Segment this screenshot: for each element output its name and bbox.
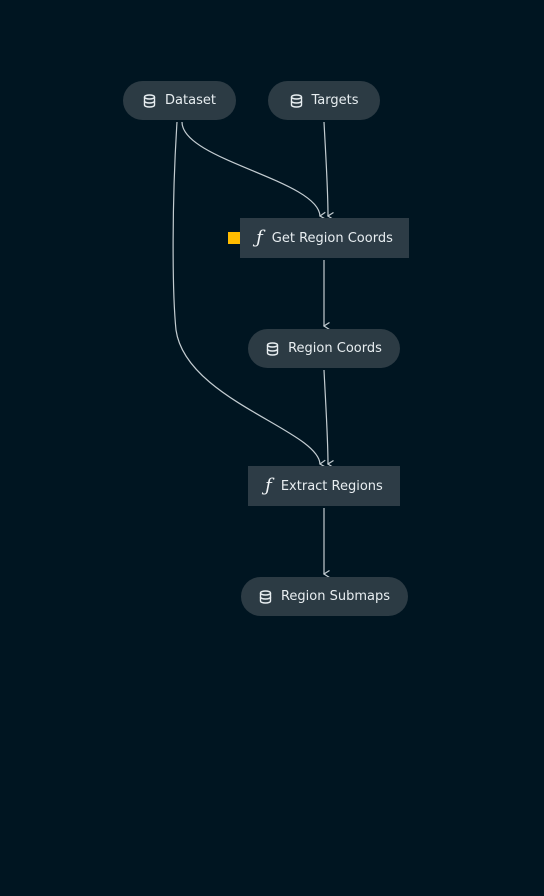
node-label: Get Region Coords [271, 230, 393, 246]
edge-region-coords-to-extract-regions [323, 369, 328, 464]
edge-targets-to-get-region-coords [323, 121, 328, 216]
edge-dataset-to-extract-regions [172, 121, 320, 464]
task-status-marker [228, 232, 240, 244]
database-icon [259, 589, 272, 604]
node-label: Region Submaps [280, 589, 391, 604]
node-label: Extract Regions [280, 478, 383, 494]
node-dataset[interactable]: Dataset [123, 81, 236, 120]
node-label: Targets [311, 93, 359, 108]
edge-dataset-to-get-region-coords [181, 121, 320, 216]
node-extract-regions[interactable]: ƒ Extract Regions [248, 466, 400, 506]
database-icon [290, 93, 303, 108]
function-icon: ƒ [265, 475, 272, 496]
node-label: Region Coords [288, 341, 382, 356]
database-icon [266, 341, 279, 356]
node-get-region-coords[interactable]: ƒ Get Region Coords [240, 218, 409, 258]
node-region-coords[interactable]: Region Coords [248, 329, 400, 368]
database-icon [143, 93, 156, 108]
node-label: Dataset [165, 93, 216, 108]
node-targets[interactable]: Targets [268, 81, 380, 120]
node-region-submaps[interactable]: Region Submaps [241, 577, 408, 616]
function-icon: ƒ [256, 227, 263, 248]
